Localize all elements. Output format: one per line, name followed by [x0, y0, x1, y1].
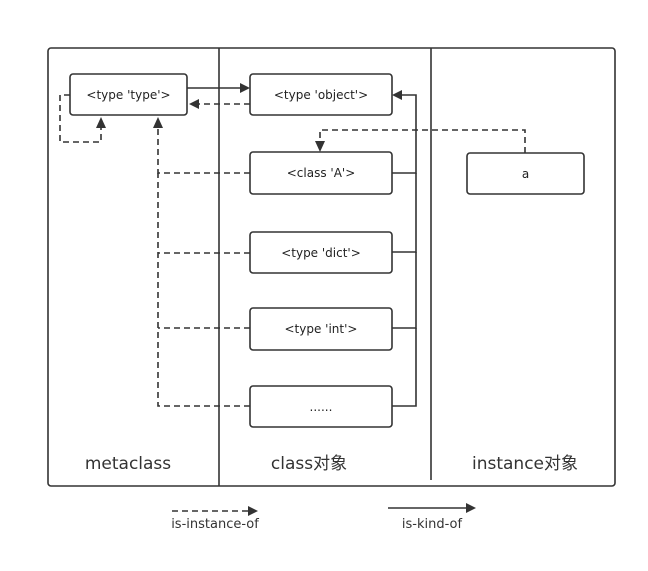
node-type-object-label: <type 'object'>	[274, 88, 368, 102]
arrowhead-type-right	[189, 99, 199, 109]
legend-instance-of-arrowhead	[248, 506, 258, 516]
node-instance-a: a	[466, 152, 585, 195]
node-type-type: <type 'type'>	[69, 73, 188, 116]
legend-instance-of-label: is-instance-of	[171, 517, 259, 532]
edge-a-instanceof-classA	[319, 129, 526, 153]
section-metaclass-label: metaclass	[85, 454, 171, 474]
edge-ellipsis-kindof-object	[392, 328, 417, 407]
edge-ellipsis-instanceof-type	[157, 173, 250, 407]
node-class-a-label: <class 'A'>	[287, 166, 356, 180]
arrowhead-type-bottom	[153, 117, 163, 128]
arrowhead-object-left	[240, 83, 250, 93]
node-type-dict: <type 'dict'>	[249, 231, 393, 274]
node-type-object: <type 'object'>	[249, 73, 393, 116]
node-ellipsis: ......	[249, 385, 393, 428]
node-type-type-label: <type 'type'>	[86, 88, 170, 102]
node-instance-a-label: a	[522, 167, 529, 181]
arrowhead-classA	[315, 141, 325, 152]
section-class-objects-label: class对象	[271, 454, 347, 474]
node-type-dict-label: <type 'dict'>	[281, 246, 361, 260]
node-class-a: <class 'A'>	[249, 151, 393, 195]
node-type-int: <type 'int'>	[249, 307, 393, 351]
instance-of-edges	[59, 94, 526, 407]
edge-type-instanceof-type	[59, 94, 102, 143]
legend-kind-of-label: is-kind-of	[402, 517, 463, 532]
node-ellipsis-label: ......	[310, 400, 333, 414]
legend-kind-of-arrowhead	[466, 503, 476, 513]
legend: is-instance-of is-kind-of	[171, 503, 476, 532]
edge-classA-kindof-object	[392, 94, 417, 174]
arrowhead-type-self	[96, 117, 106, 128]
edge-int-kindof-object	[392, 252, 417, 329]
diagram-frame	[47, 47, 616, 487]
edge-classA-instanceof-type	[157, 128, 250, 174]
edge-dict-kindof-object	[392, 173, 417, 253]
arrowhead-object-right	[392, 90, 402, 100]
section-instance-objects-label: instance对象	[472, 454, 578, 474]
kind-of-edges	[187, 83, 417, 407]
node-type-int-label: <type 'int'>	[285, 322, 358, 336]
